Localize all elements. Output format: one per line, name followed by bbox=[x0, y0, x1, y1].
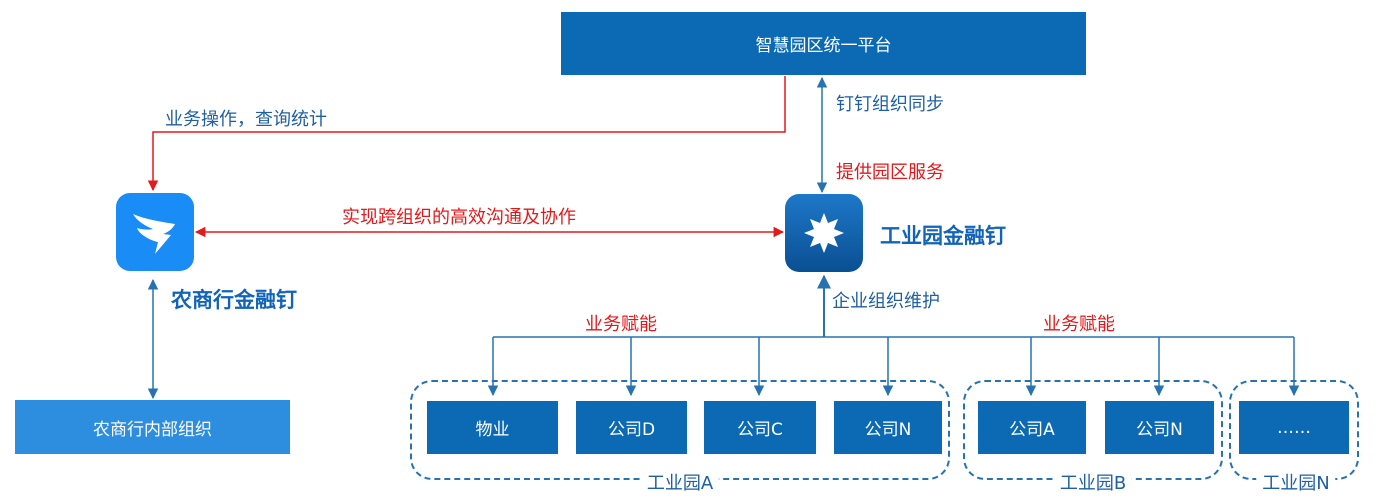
member-box: 公司N bbox=[834, 401, 942, 454]
member-box: 公司D bbox=[576, 401, 687, 454]
empower-label-left: 业务赋能 bbox=[585, 314, 657, 335]
maintain-label: 企业组织维护 bbox=[832, 291, 940, 312]
member-label: 公司N bbox=[864, 420, 912, 440]
member-box: …… bbox=[1239, 401, 1349, 454]
bank-internal-label: 农商行内部组织 bbox=[93, 419, 212, 440]
member-box: 公司N bbox=[1105, 401, 1214, 454]
dingtalk-wing-icon bbox=[116, 193, 194, 271]
member-label: 公司N bbox=[1136, 420, 1183, 440]
park-group-n-label: 工业园N bbox=[1256, 469, 1336, 495]
top-platform-label: 智慧园区统一平台 bbox=[755, 36, 892, 56]
member-box: 公司C bbox=[704, 401, 816, 454]
member-label: 公司C bbox=[737, 420, 783, 440]
member-label: 物业 bbox=[475, 420, 510, 440]
park-group-a-label: 工业园A bbox=[640, 469, 720, 495]
star-badge-icon bbox=[785, 194, 863, 272]
member-box: 公司A bbox=[978, 401, 1086, 454]
bank-app-name: 农商行金融钉 bbox=[171, 288, 297, 312]
sync-label: 钉钉组织同步 bbox=[836, 94, 944, 115]
park-group-b-label: 工业园B bbox=[1053, 469, 1133, 495]
member-label: 公司A bbox=[1009, 420, 1055, 440]
bank-internal-box: 农商行内部组织 bbox=[15, 400, 290, 454]
empower-label-right: 业务赋能 bbox=[1043, 314, 1115, 335]
industrial-app-name: 工业园金融钉 bbox=[880, 224, 1006, 248]
member-label: …… bbox=[1277, 417, 1311, 438]
top-to-bank-label: 业务操作，查询统计 bbox=[165, 109, 327, 130]
collab-label: 实现跨组织的高效沟通及协作 bbox=[342, 207, 576, 228]
park-service-label: 提供园区服务 bbox=[836, 162, 944, 183]
top-to-bank-connector bbox=[147, 76, 786, 192]
member-label: 公司D bbox=[607, 420, 656, 440]
member-box: 物业 bbox=[427, 401, 558, 454]
top-platform-box: 智慧园区统一平台 bbox=[561, 12, 1086, 75]
